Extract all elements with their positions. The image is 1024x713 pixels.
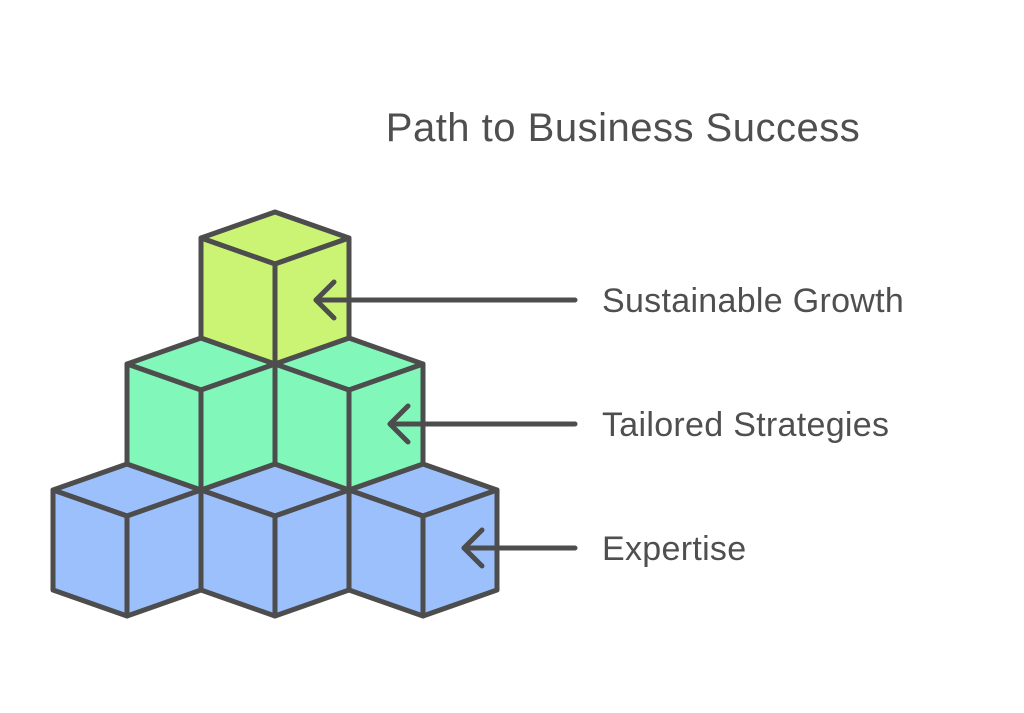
cube — [198, 209, 352, 367]
arrow-expertise — [461, 527, 578, 569]
cube-right-face — [346, 361, 426, 493]
cube-right-face — [420, 487, 500, 619]
cube — [346, 461, 500, 619]
cube — [50, 461, 204, 619]
page-title: Path to Business Success — [386, 106, 860, 150]
level-expertise-cubes — [50, 461, 500, 619]
arrow-tailored-strategies — [387, 403, 578, 445]
arrow-left-icon — [461, 527, 485, 569]
cube — [198, 461, 352, 619]
arrow-left-icon — [387, 403, 411, 445]
connector-arrows — [313, 279, 578, 569]
cube — [124, 335, 278, 493]
label-sustainable-growth: Sustainable Growth — [602, 282, 904, 320]
level-sustainable-growth-cube — [198, 209, 352, 367]
cube-right-face — [272, 235, 352, 367]
label-tailored-strategies: Tailored Strategies — [602, 406, 889, 444]
label-expertise: Expertise — [602, 530, 746, 568]
arrow-left-icon — [313, 279, 337, 321]
arrow-sustainable-growth — [313, 279, 578, 321]
